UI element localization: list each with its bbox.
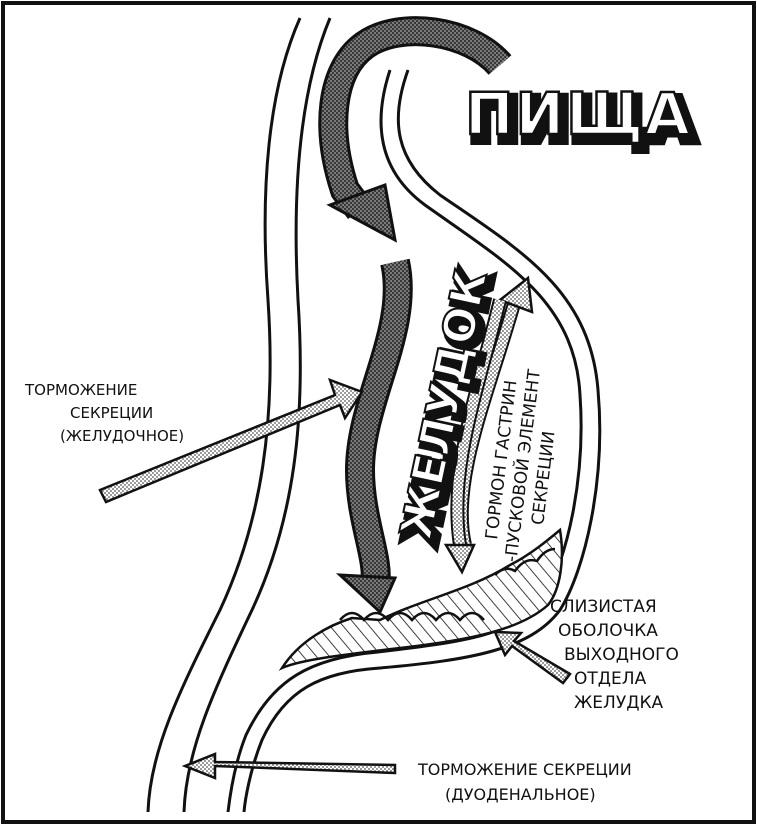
- mucosa-line-5: ЖЕЛУДКА: [574, 693, 664, 713]
- duodenal-inhibition-line-1: ТОРМОЖЕНИЕ СЕКРЕЦИИ: [417, 760, 632, 779]
- food-label-face: ПИЩА: [465, 80, 692, 148]
- gastric-inhibition-line-2: СЕКРЕЦИИ: [70, 404, 153, 422]
- gastric-inhibition-line-1: ТОРМОЖЕНИЕ: [24, 381, 137, 399]
- mucosa-line-2: ОБОЛОЧКА: [558, 621, 658, 641]
- duodenal-inhibition-line-2: (ДУОДЕНАЛЬНОЕ): [445, 785, 596, 804]
- gastric-inhibition-line-3: (ЖЕЛУДОЧНОЕ): [60, 427, 184, 445]
- mucosa-line-3: ВЫХОДНОГО: [564, 645, 679, 665]
- mucosa-line-1: СЛИЗИСТАЯ: [550, 597, 657, 617]
- mucosa-line-4: ОТДЕЛА: [574, 669, 647, 689]
